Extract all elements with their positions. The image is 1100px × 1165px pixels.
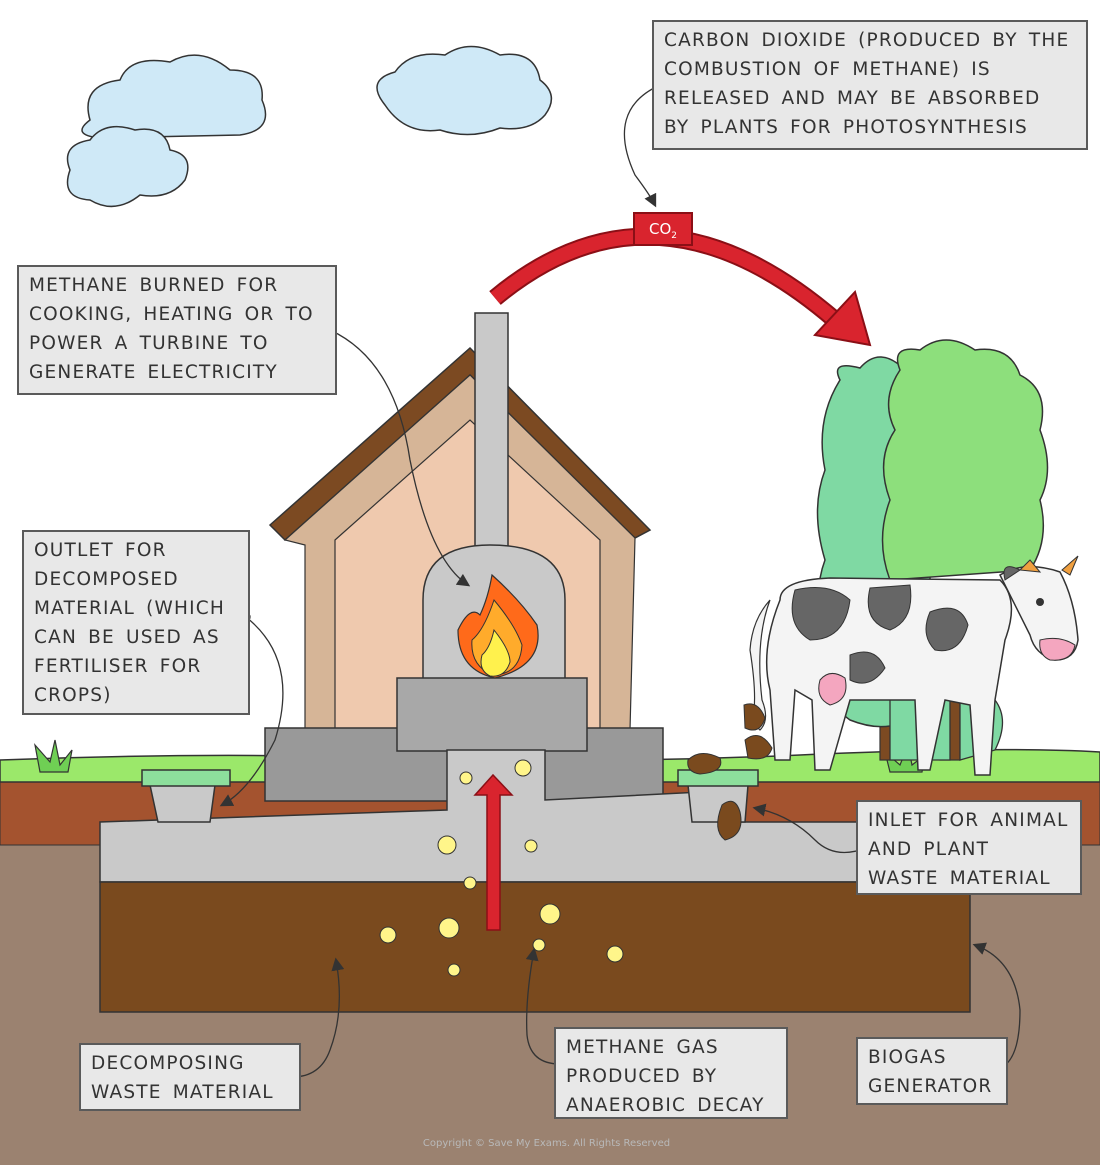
inlet-pipe — [677, 769, 759, 841]
label-carbon-dioxide: CARBON DIOXIDE (PRODUCED BY THE COMBUSTIO… — [652, 20, 1088, 150]
leader-lines — [219, 84, 1021, 1078]
label-line: METHANE GAS — [566, 1037, 719, 1058]
label-inlet: INLET FOR ANIMAL AND PLANT WASTE MATERIAL — [856, 800, 1082, 895]
label-outlet: OUTLET FOR DECOMPOSED MATERIAL (WHICH CAN B… — [22, 530, 250, 715]
label-line: WASTE MATERIAL — [91, 1082, 274, 1103]
outlet-pipe — [141, 769, 231, 823]
label-line: POWER A TURBINE TO — [29, 333, 269, 354]
methane-up-arrow — [473, 773, 514, 931]
cloud-right — [376, 45, 553, 136]
methane-bubbles — [379, 759, 624, 977]
label-line: WASTE MATERIAL — [868, 868, 1051, 889]
label-line: COMBUSTION OF METHANE) IS — [664, 59, 991, 80]
copyright-notice: Copyright © Save My Exams. All Rights Re… — [422, 1138, 671, 1149]
label-line: ANAEROBIC DECAY — [566, 1095, 765, 1116]
label-line: CAN BE USED AS — [34, 627, 220, 648]
label-line: METHANE BURNED FOR — [29, 275, 279, 296]
label-line: AND PLANT — [868, 839, 990, 860]
co2-arrowhead — [813, 290, 872, 347]
grass-tuft-left — [34, 739, 73, 773]
label-biogas-generator: BIOGAS GENERATOR — [856, 1037, 1008, 1105]
label-methane-burned: METHANE BURNED FOR COOKING, HEATING OR TO… — [17, 265, 337, 395]
label-line: COOKING, HEATING OR TO — [29, 304, 314, 325]
label-line: OUTLET FOR — [34, 540, 167, 561]
label-line: CROPS) — [34, 685, 112, 706]
label-line: FERTILISER FOR — [34, 656, 202, 677]
label-line: CARBON DIOXIDE (PRODUCED BY THE — [664, 30, 1070, 51]
label-line: INLET FOR ANIMAL — [868, 810, 1069, 831]
label-line: DECOMPOSED — [34, 569, 179, 590]
label-line: RELEASED AND MAY BE ABSORBED — [664, 88, 1041, 109]
label-methane-gas: METHANE GAS PRODUCED BY ANAEROBIC DECAY — [554, 1027, 788, 1119]
flame-icon — [457, 573, 539, 679]
label-line: BIOGAS — [868, 1047, 947, 1068]
co2-tag: CO2 — [633, 212, 693, 246]
label-line: DECOMPOSING — [91, 1053, 245, 1074]
label-line: MATERIAL (WHICH — [34, 598, 226, 619]
cow — [687, 555, 1079, 776]
label-decomposing-waste: DECOMPOSING WASTE MATERIAL — [79, 1043, 301, 1111]
label-line: BY PLANTS FOR PHOTOSYNTHESIS — [664, 117, 1028, 138]
label-line: GENERATE ELECTRICITY — [29, 362, 278, 383]
label-line: GENERATOR — [868, 1076, 993, 1097]
cloud-left — [66, 54, 267, 208]
label-line: PRODUCED BY — [566, 1066, 718, 1087]
